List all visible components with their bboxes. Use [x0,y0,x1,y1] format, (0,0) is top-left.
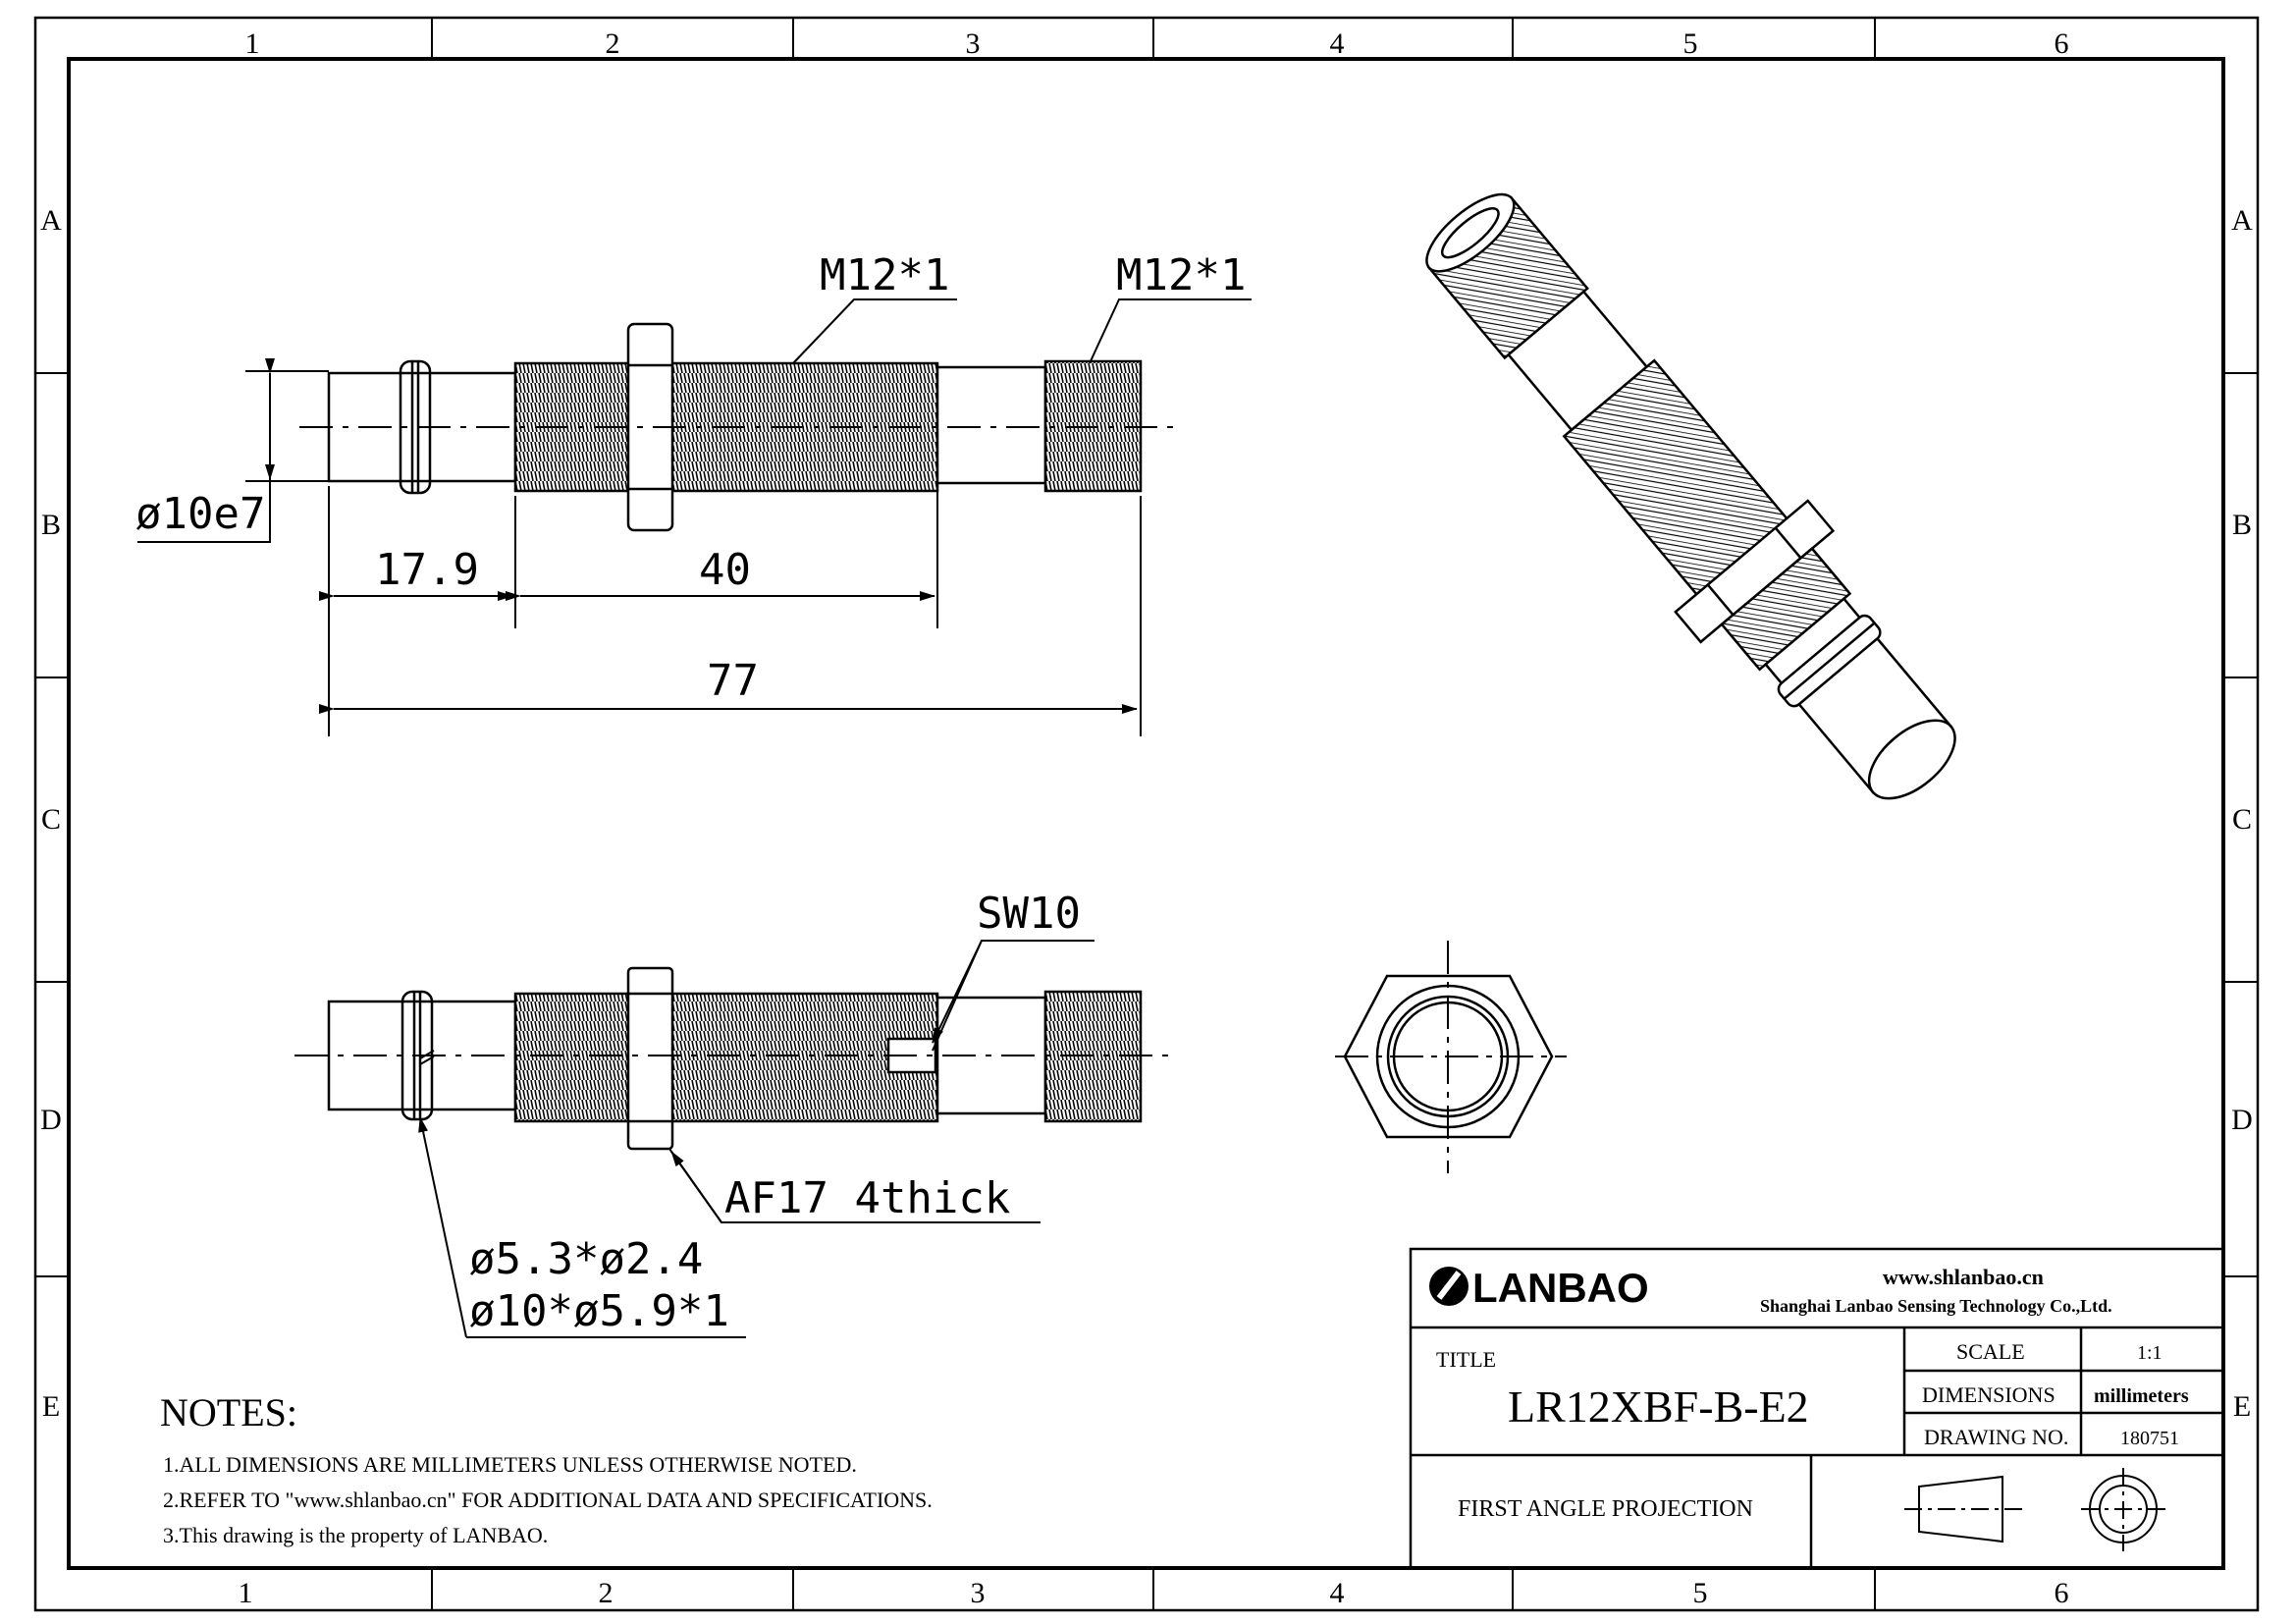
row-label: B [41,509,61,541]
column-label: 2 [599,1577,614,1609]
row-label: A [2231,204,2253,237]
column-label: 2 [606,27,620,60]
column-label: 4 [1330,27,1345,60]
title-block-text: www.shlanbao.cn Shanghai Lanbao Sensing … [1436,1265,2189,1522]
sheet-frame [33,16,2260,1612]
top-view-dim-text: M12*1 M12*1 ø10e7 17.9 40 77 [135,250,1246,706]
title-block [1409,1247,2225,1570]
isometric-view [1425,192,1956,800]
note-2: 2.REFER TO "www.shlanbao.cn" FOR ADDITIO… [163,1488,933,1512]
row-label: C [2232,803,2252,836]
drawing-no-value: 180751 [2120,1428,2179,1449]
company-name: Shanghai Lanbao Sensing Technology Co.,L… [1760,1296,2112,1316]
thread-callout-right: M12*1 [1116,250,1246,300]
total-length-dimension: 77 [707,656,759,706]
column-label: 6 [2055,27,2069,60]
row-label: B [2232,509,2252,541]
column-label: 1 [245,27,260,60]
groove-callout-2: ø10*ø5.9*1 [469,1286,729,1336]
bottom-view-dim-text: SW10 AF17 4thick ø5.3*ø2.4 ø10*ø5.9*1 [469,889,1081,1336]
scale-label: SCALE [1956,1339,2025,1364]
lanbao-logo: LANBAO [1429,1265,1649,1311]
dimensions-value: millimeters [2094,1385,2189,1407]
drawing-title: LR12XBF-B-E2 [1508,1381,1809,1432]
column-label: 3 [971,1577,986,1609]
title-label: TITLE [1436,1347,1496,1372]
website: www.shlanbao.cn [1883,1265,2044,1289]
top-view-dimensions [137,298,1252,736]
sw-callout: SW10 [977,889,1081,939]
bottom-view-dimensions [418,940,1095,1338]
projection-label: FIRST ANGLE PROJECTION [1458,1496,1753,1522]
row-label: D [40,1104,62,1136]
groove-callout-1: ø5.3*ø2.4 [469,1234,703,1284]
dimensions-label: DIMENSIONS [1922,1382,2056,1407]
row-label: A [40,204,62,237]
cap-length-dimension: 17.9 [375,545,479,595]
notes-heading: NOTES: [160,1390,297,1435]
thread-callout-mid: M12*1 [820,250,949,300]
scale-value: 1:1 [2137,1342,2163,1364]
logo-text: LANBAO [1472,1265,1649,1311]
row-label: E [2233,1390,2251,1423]
side-view-bottom [294,966,1173,1151]
projection-symbol [1904,1468,2165,1551]
row-label: E [42,1390,60,1423]
column-label: 3 [966,27,981,60]
af-callout: AF17 4thick [724,1173,1010,1223]
note-1: 1.ALL DIMENSIONS ARE MILLIMETERS UNLESS … [163,1452,857,1477]
column-label: 1 [239,1577,253,1609]
column-label: 5 [1683,27,1698,60]
note-3: 3.This drawing is the property of LANBAO… [163,1523,548,1547]
frame-labels: 1 2 3 4 5 6 1 2 3 4 5 6 A B C D E A B C … [40,27,2253,1609]
drawing-no-label: DRAWING NO. [1924,1425,2068,1449]
end-view [1335,941,1567,1173]
column-label: 5 [1693,1577,1708,1609]
row-label: C [41,803,61,836]
notes-block: NOTES: 1.ALL DIMENSIONS ARE MILLIMETERS … [160,1390,933,1547]
row-label: D [2231,1104,2253,1136]
column-label: 4 [1330,1577,1345,1609]
side-view-top [299,322,1183,532]
diameter-callout: ø10e7 [135,489,265,539]
column-label: 6 [2055,1577,2069,1609]
thread-length-dimension: 40 [699,545,751,595]
